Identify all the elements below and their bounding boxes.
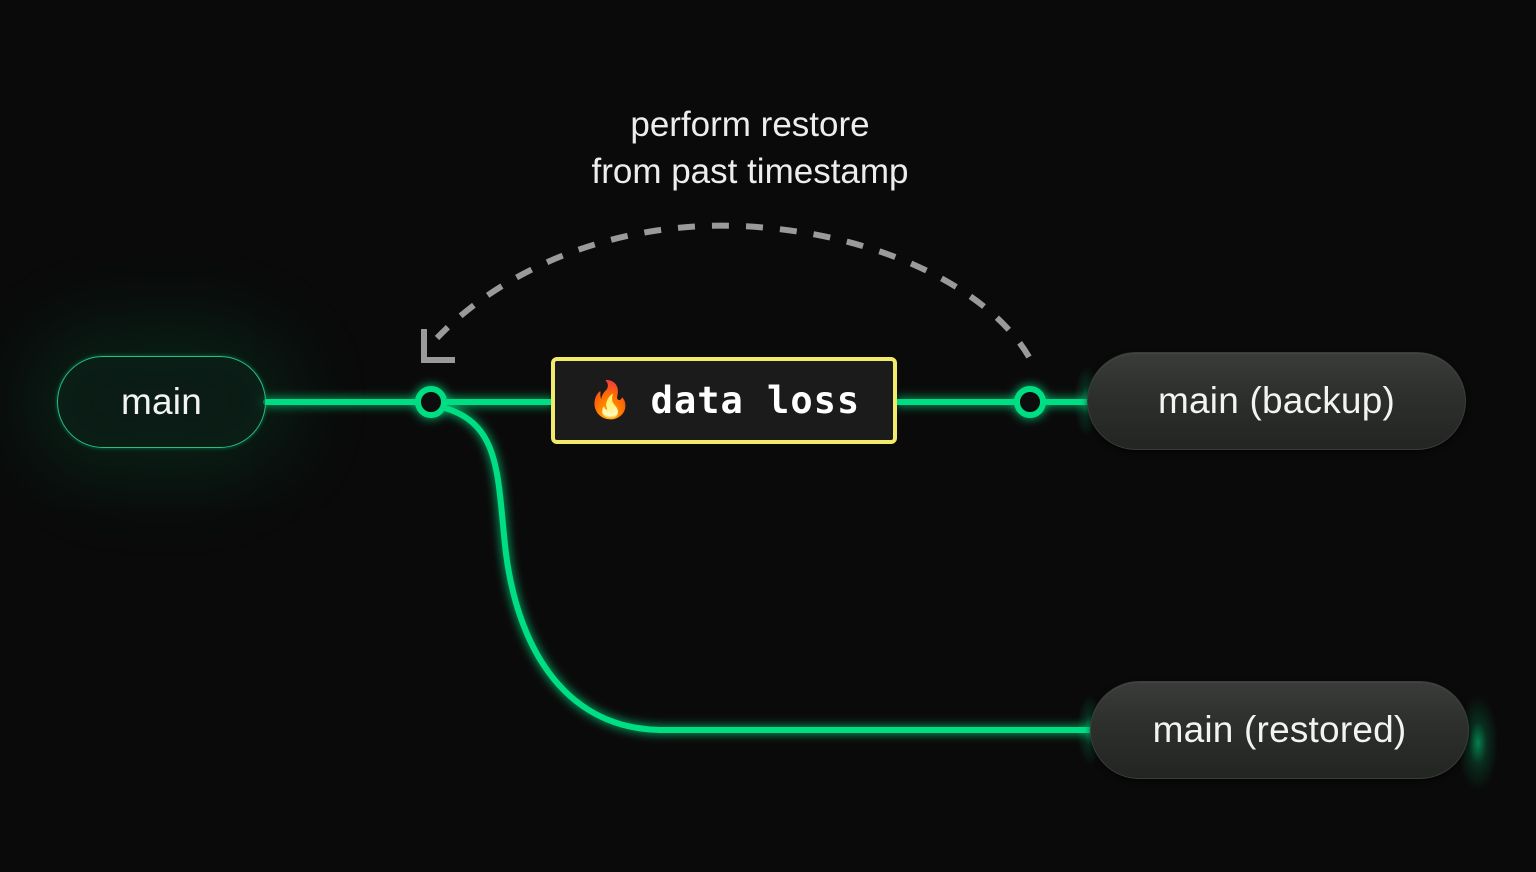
caption-line-1: perform restore [630, 105, 870, 144]
node-main-label: main [121, 381, 202, 422]
node-main-backup-label: main (backup) [1157, 380, 1396, 421]
fire-emoji: 🔥 [587, 379, 633, 421]
restore-arrow-head-icon [421, 329, 455, 363]
node-main-restored[interactable]: main (restored) [1090, 681, 1469, 779]
event-data-loss-label: data loss [650, 379, 861, 422]
branch-point-commit-icon[interactable] [415, 386, 447, 418]
restore-annotation-label: perform restore from past timestamp [430, 101, 1070, 195]
restore-arrow-arc [434, 222, 1032, 359]
edge-branch-point-to-restored [434, 403, 1095, 733]
event-data-loss[interactable]: 🔥 data loss [551, 357, 897, 444]
node-main-restored-label: main (restored) [1152, 709, 1407, 750]
node-main-backup[interactable]: main (backup) [1087, 352, 1466, 450]
caption-line-2: from past timestamp [591, 152, 909, 191]
backup-commit-icon[interactable] [1014, 386, 1046, 418]
node-main[interactable]: main [57, 356, 266, 448]
